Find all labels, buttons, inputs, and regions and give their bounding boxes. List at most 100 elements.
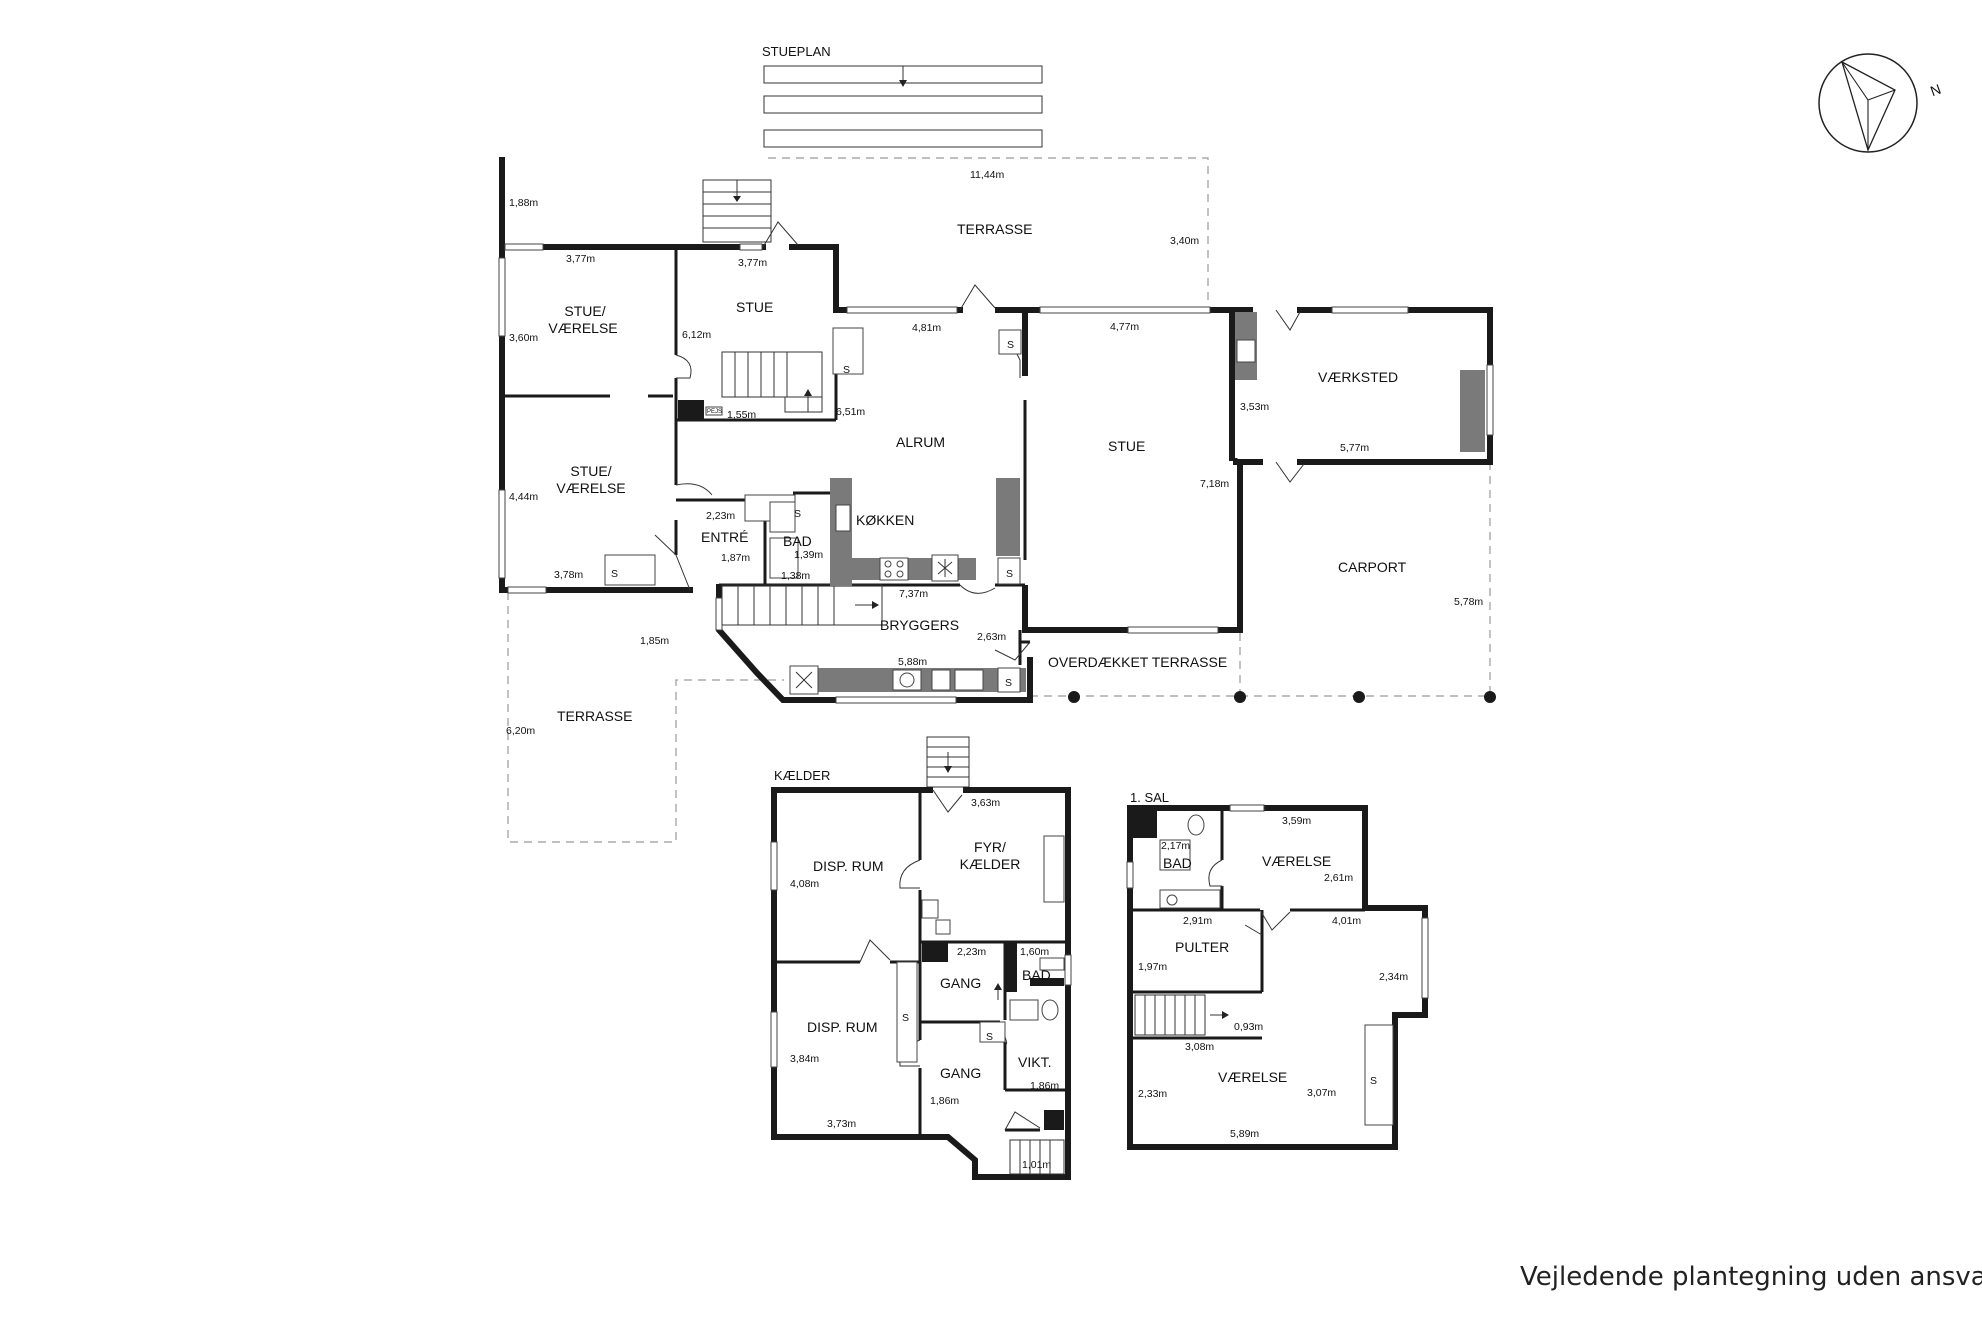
room-bad-first: BAD (1163, 855, 1192, 871)
terrace-steps-top (763, 65, 1043, 148)
dim-3-40: 3,40m (1170, 235, 1199, 247)
room-vaerksted: VÆRKSTED (1318, 369, 1398, 385)
room-stue-vaerelse-top-line2: VÆRELSE (548, 320, 617, 336)
fixture-s-4: S (1006, 568, 1013, 580)
room-stue-small: STUE (736, 299, 773, 315)
workshop-bench-right (1460, 370, 1485, 452)
basement-steps (926, 736, 970, 788)
room-stue-vaerelse-top-line1: STUE/ (564, 303, 605, 319)
dim-1-39: 1,39m (794, 549, 823, 561)
dim-1-88: 1,88m (509, 197, 538, 209)
room-entre: ENTRÉ (701, 529, 748, 545)
dim-4-44: 4,44m (509, 491, 538, 503)
dim-6-12: 6,12m (682, 329, 711, 341)
ground-floor-title: STUEPLAN (762, 44, 831, 59)
fixture-s-5: S (611, 568, 618, 580)
fixture-s-1: S (843, 364, 850, 376)
closet-s2 (998, 329, 1022, 355)
fixture-s-6: S (1005, 677, 1012, 689)
fixture-s-2: S (1007, 339, 1014, 351)
terrace-top-outline (768, 157, 1209, 305)
pejs-label: PEJS (707, 409, 722, 415)
room-stue-vaerelse-top: STUE/VÆRELSE (548, 303, 617, 336)
room-gang-1: GANG (940, 975, 981, 991)
room-carport: CARPORT (1338, 559, 1407, 575)
dim-f-2-17: 2,17m (1161, 840, 1190, 852)
room-vaerelse-1: VÆRELSE (1262, 853, 1331, 869)
utility-freezer-icon (789, 665, 819, 695)
dim-b-3-63: 3,63m (971, 797, 1000, 809)
carport-outline (1239, 462, 1491, 696)
fixture-s-3: S (794, 508, 801, 520)
fixture-s-f1: S (1370, 1075, 1377, 1087)
dim-6-20: 6,20m (506, 725, 535, 737)
first-labels: BAD VÆRELSE PULTER VÆRELSE 2,17m 3,59m 2… (1138, 815, 1408, 1140)
dim-11-44: 11,44m (970, 169, 1004, 181)
basement-fixtures (896, 835, 1065, 1175)
dim-f-2-34: 2,34m (1379, 971, 1408, 983)
carport-posts (1068, 691, 1496, 703)
dim-f-2-33: 2,33m (1138, 1088, 1167, 1100)
room-stue-vaerelse-bottom-line1: STUE/ (570, 463, 611, 479)
compass: N (1818, 53, 1943, 153)
room-fyr-kaelder: FYR/KÆLDER (960, 839, 1021, 872)
closet-s (832, 327, 864, 375)
room-gang-2: GANG (940, 1065, 981, 1081)
room-disp-rum-2: DISP. RUM (807, 1019, 878, 1035)
dim-b-1-60: 1,60m (1020, 946, 1049, 958)
dim-1-87: 1,87m (721, 552, 750, 564)
dim-6-51: 6,51m (836, 406, 865, 418)
ground-labels: TERRASSE STUE ALRUM STUE VÆRKSTED KØKKEN… (506, 169, 1483, 737)
basement-labels: DISP. RUM FYR/KÆLDER GANG BAD DISP. RUM … (790, 797, 1059, 1171)
room-fyr-kaelder-line2: KÆLDER (960, 856, 1021, 872)
dim-f-1-97: 1,97m (1138, 961, 1167, 973)
kitchen-counter-right (996, 478, 1020, 556)
room-vaerelse-2: VÆRELSE (1218, 1069, 1287, 1085)
room-alrum: ALRUM (896, 434, 945, 450)
dim-3-60: 3,60m (509, 332, 538, 344)
room-stue-big: STUE (1108, 438, 1145, 454)
room-stue-vaerelse-bottom-line2: VÆRELSE (556, 480, 625, 496)
room-bryggers: BRYGGERS (880, 617, 959, 633)
fixture-s-b2: S (986, 1031, 993, 1043)
dim-3-77-b: 3,77m (738, 257, 767, 269)
room-vikt: VIKT. (1018, 1054, 1051, 1070)
dim-f-2-91: 2,91m (1183, 915, 1212, 927)
dim-b-2-23: 2,23m (957, 946, 986, 958)
room-pulter: PULTER (1175, 939, 1229, 955)
ground-doors (654, 221, 1305, 661)
fireplace-icon (678, 400, 704, 420)
dim-b-4-08: 4,08m (790, 878, 819, 890)
dim-f-3-59: 3,59m (1282, 815, 1311, 827)
room-kokken: KØKKEN (856, 512, 914, 528)
terrace-bottom-outline (507, 592, 784, 843)
dim-1-55: 1,55m (727, 409, 756, 421)
dim-f-5-89: 5,89m (1230, 1128, 1259, 1140)
dim-4-77: 4,77m (1110, 321, 1139, 333)
dim-3-53: 3,53m (1240, 401, 1269, 413)
stove-icon (879, 557, 909, 581)
room-terrasse-bottom: TERRASSE (557, 708, 632, 724)
first-doors (1208, 859, 1291, 936)
fixture-s-b1: S (902, 1012, 909, 1024)
room-disp-rum-1: DISP. RUM (813, 858, 884, 874)
dim-2-23: 2,23m (706, 510, 735, 522)
dim-5-77: 5,77m (1340, 442, 1369, 454)
dim-b-3-84: 3,84m (790, 1053, 819, 1065)
room-bad-basement: BAD (1022, 967, 1051, 983)
dim-5-78: 5,78m (1454, 596, 1483, 608)
entry-steps (702, 179, 772, 243)
room-stue-vaerelse-bottom: STUE/VÆRELSE (556, 463, 625, 496)
room-fyr-kaelder-line1: FYR/ (974, 839, 1006, 855)
dim-7-37: 7,37m (899, 588, 928, 600)
basement-title: KÆLDER (774, 768, 830, 783)
dim-b-1-01: 1,01m (1022, 1159, 1051, 1171)
dim-b-1-86-b: 1,86m (930, 1095, 959, 1107)
ground-fixtures: PEJS (604, 312, 1485, 695)
room-overdaekket: OVERDÆKKET TERRASSE (1048, 654, 1227, 670)
dim-2-63: 2,63m (977, 631, 1006, 643)
basement-windows (770, 841, 1072, 1068)
dim-f-4-01: 4,01m (1332, 915, 1361, 927)
dim-f-3-08: 3,08m (1185, 1041, 1214, 1053)
